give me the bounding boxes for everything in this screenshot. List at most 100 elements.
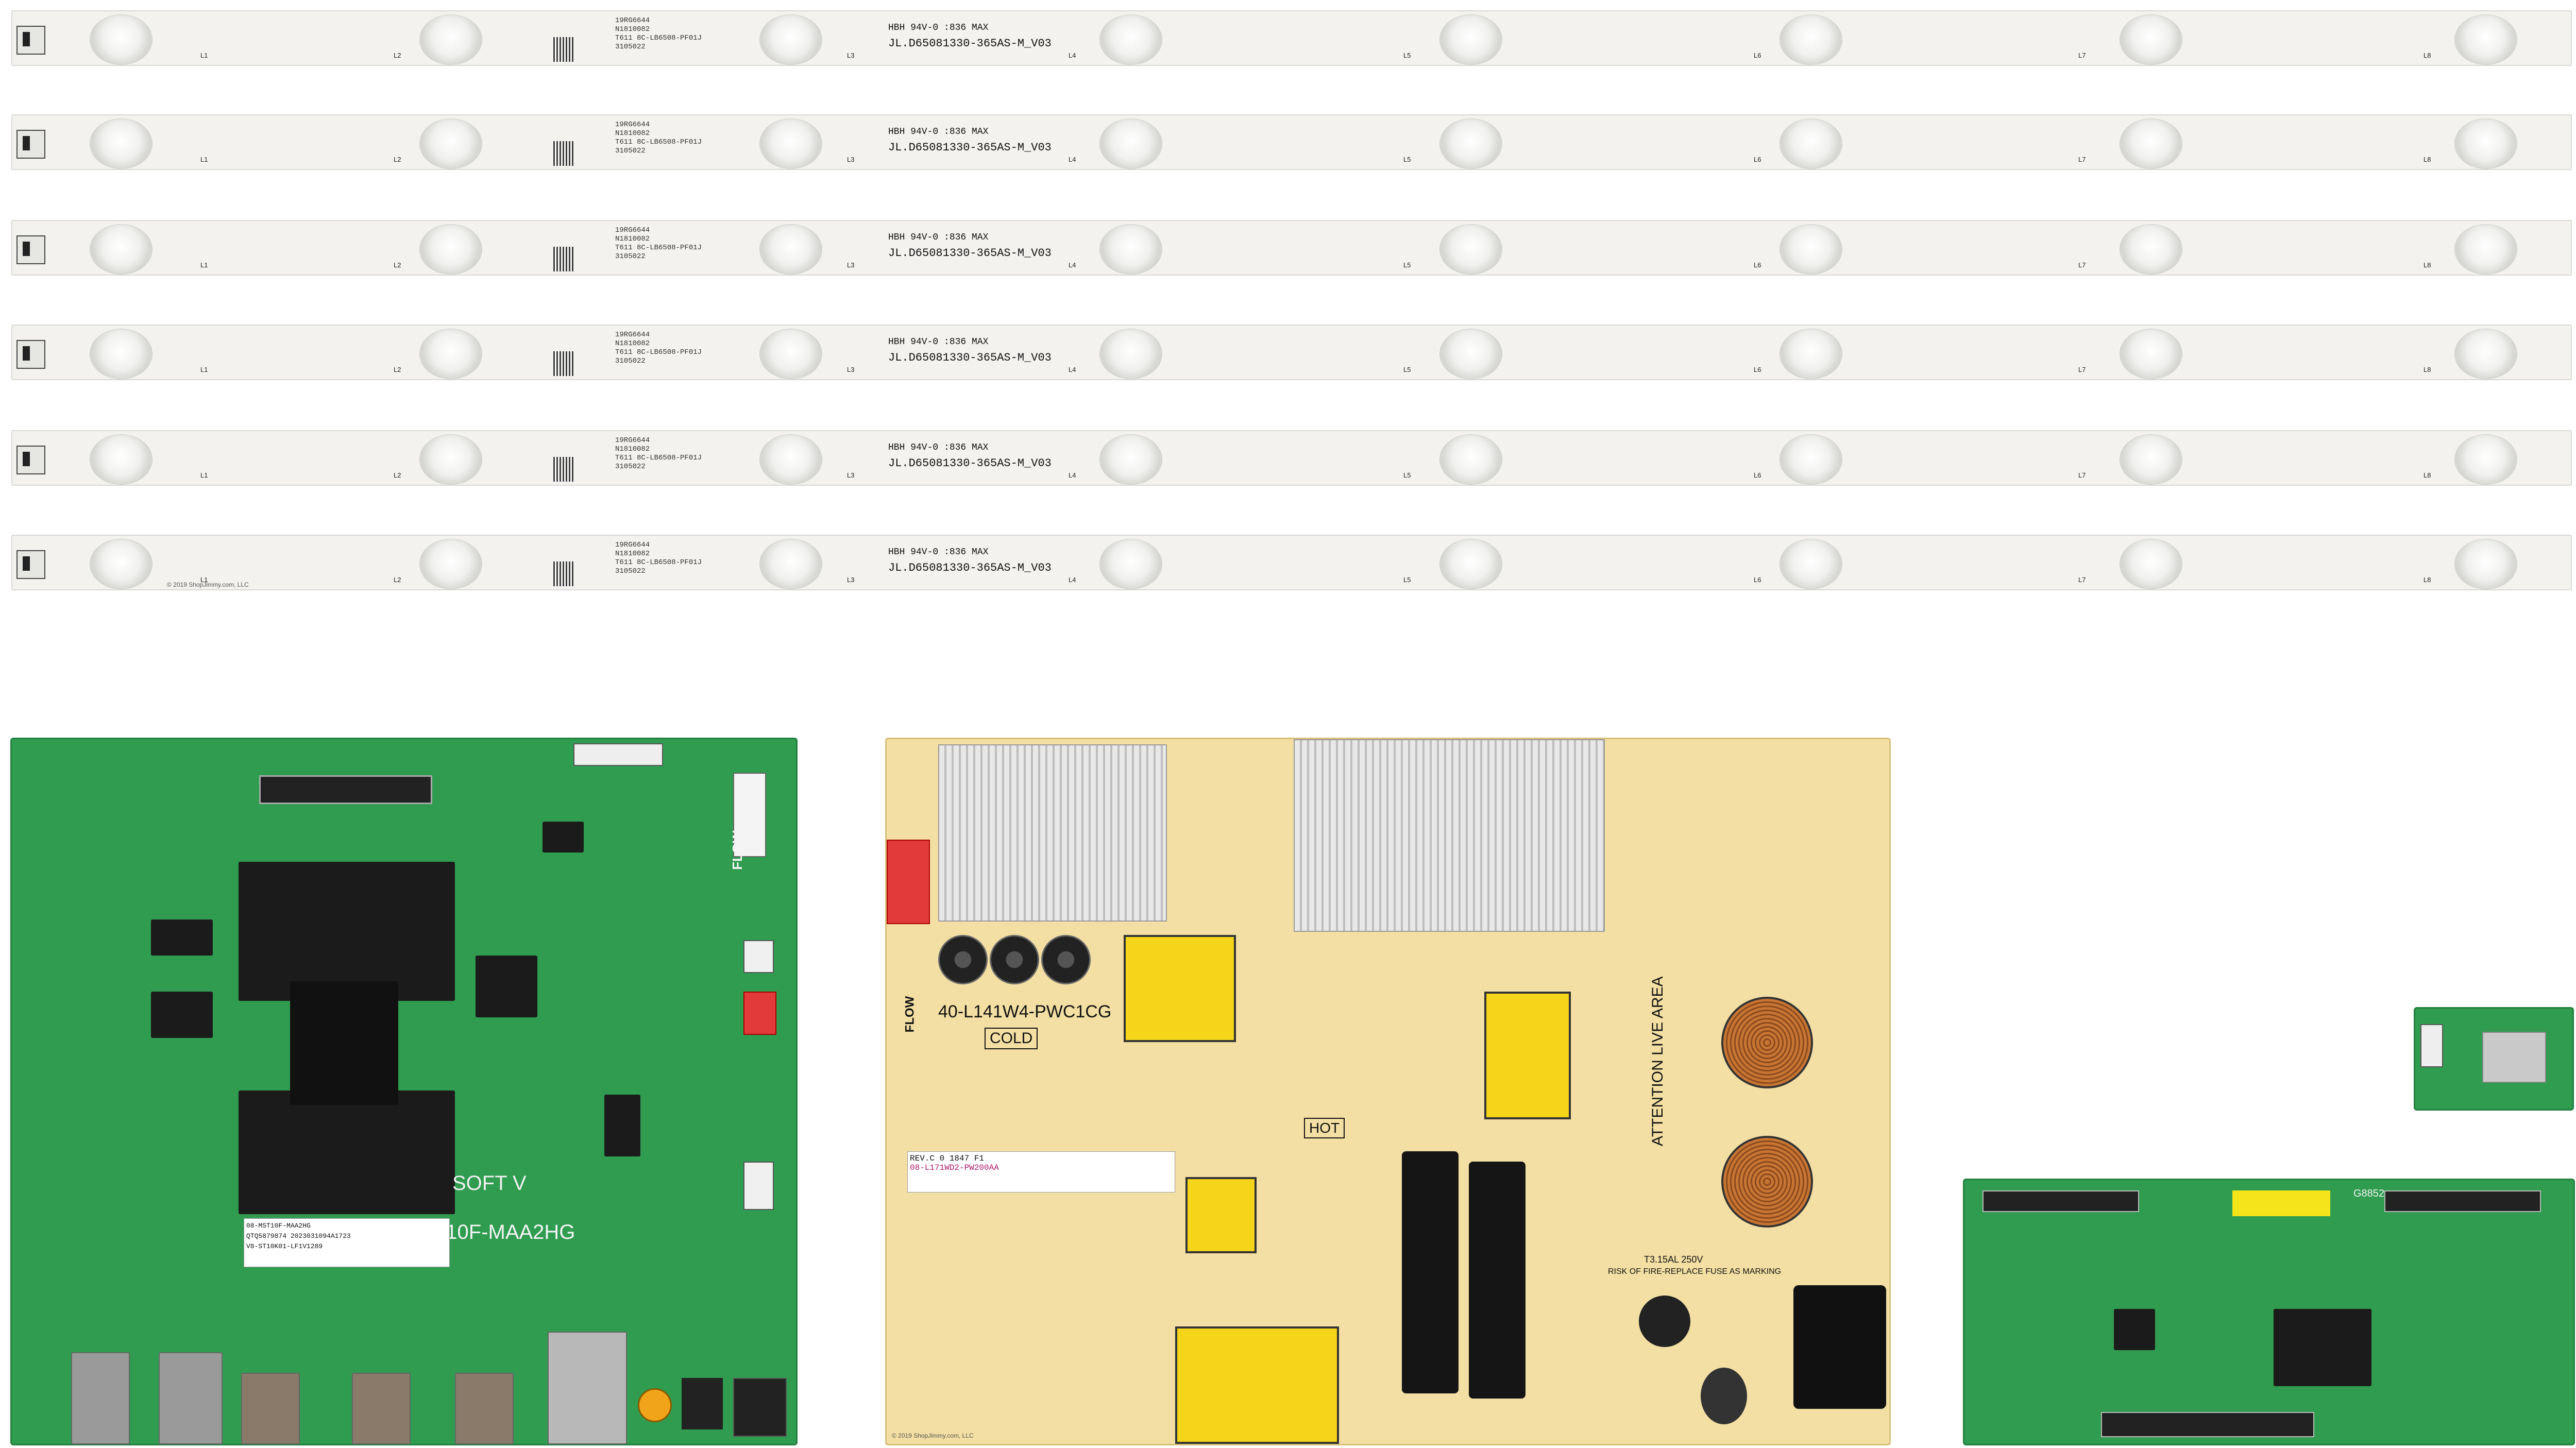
led-label: L4: [1069, 471, 1076, 479]
memory-chip: [476, 956, 537, 1017]
qr-code: [553, 37, 574, 62]
led-lens: [1099, 14, 1162, 65]
led-label: L7: [2078, 366, 2086, 373]
batch-line: 3105022: [615, 147, 646, 155]
heatsink-large: [1294, 739, 1605, 932]
varistor: [1639, 1296, 1690, 1347]
tcon-connector: [2384, 1190, 2541, 1212]
strip-connector: [16, 446, 45, 474]
led-lens: [1780, 539, 1842, 589]
led-label: L6: [1754, 576, 1761, 584]
main-board: FLOW SOFT V 40-MST10F-MAA2HG 08-MST10F-M…: [10, 738, 798, 1445]
batch-line: T611 8C-LB6508-PF01J: [615, 454, 702, 462]
flow-label: FLOW: [903, 996, 917, 1033]
tcon-connector: [2101, 1412, 2314, 1437]
thermistor: [1701, 1368, 1747, 1424]
led-label: L5: [1403, 52, 1411, 59]
wifi-module: [2414, 1007, 2574, 1111]
rev-label: REV.C 0 1847 F1: [910, 1154, 985, 1163]
led-label: L1: [200, 261, 208, 269]
memory-chip: [151, 992, 213, 1038]
led-lens: [759, 118, 822, 169]
led-label: L2: [394, 52, 401, 59]
date-code: HBH 94V-0 :836 MAX: [888, 232, 989, 243]
led-label: L7: [2078, 52, 2086, 59]
transformer: [1185, 1177, 1257, 1253]
qr-code: [553, 247, 574, 271]
strip-part-number: JL.D65081330-365AS-M_V03: [888, 351, 1052, 364]
led-lens: [419, 434, 482, 485]
main-board-inner: FLOW SOFT V 40-MST10F-MAA2HG 08-MST10F-M…: [12, 739, 796, 1444]
sticker-line: 08-MST10F-MAA2HG: [246, 1222, 311, 1230]
hot-label: HOT: [1304, 1118, 1345, 1138]
strip-part-number: JL.D65081330-365AS-M_V03: [888, 37, 1052, 50]
soft-label: SOFT V: [452, 1172, 527, 1195]
led-lens: [2454, 224, 2517, 275]
led-label: L7: [2078, 471, 2086, 479]
led-label: L3: [847, 52, 855, 59]
led-label: L5: [1403, 366, 1411, 373]
strip-connector: [16, 235, 45, 264]
capacitor: [1041, 935, 1091, 984]
date-code: HBH 94V-0 :836 MAX: [888, 547, 989, 557]
soc-shield-bottom: [239, 1091, 455, 1214]
red-connector: [887, 840, 930, 924]
power-board: 40-L141W4-PWC1CG COLD HOT FLOW ATTENTION…: [885, 738, 1891, 1445]
led-lens: [1099, 224, 1162, 275]
led-label: L3: [847, 576, 855, 584]
hdmi-port: [352, 1373, 411, 1444]
copyright: © 2019 ShopJimmy.com, LLC: [167, 581, 249, 588]
tcon-sticker: [2232, 1190, 2330, 1216]
electrolytic-capacitor: [1402, 1151, 1459, 1393]
batch-line: T611 8C-LB6508-PF01J: [615, 34, 702, 42]
cold-label: COLD: [985, 1028, 1038, 1049]
led-label: L3: [847, 471, 855, 479]
tcon-ic: [2114, 1309, 2155, 1350]
led-label: L4: [1069, 156, 1076, 163]
date-code: HBH 94V-0 :836 MAX: [888, 127, 989, 137]
led-label: L1: [200, 471, 208, 479]
main-board-sticker: 08-MST10F-MAA2HG QTQ5879874 2023031094A1…: [244, 1218, 450, 1267]
power-board-sticker: REV.C 0 1847 F1 08-L171WD2-PW200AA: [907, 1151, 1175, 1193]
led-label: L3: [847, 366, 855, 373]
batch-line: N1810082: [615, 339, 650, 348]
led-label: L2: [394, 156, 401, 163]
led-lens: [1780, 118, 1842, 169]
led-lens: [419, 118, 482, 169]
led-label: L7: [2078, 261, 2086, 269]
batch-line: 3105022: [615, 567, 646, 575]
date-code: HBH 94V-0 :836 MAX: [888, 23, 989, 33]
led-lens: [419, 539, 482, 589]
white-connector: [743, 940, 774, 973]
strip-part-number: JL.D65081330-365AS-M_V03: [888, 141, 1052, 154]
soc-shield-top: [239, 862, 455, 1001]
led-lens: [1099, 434, 1162, 485]
power-inlet: [1793, 1285, 1886, 1409]
red-connector: [743, 992, 776, 1035]
led-lens: [759, 329, 822, 379]
av-jack: [638, 1388, 672, 1422]
led-lens: [1780, 434, 1842, 485]
led-lens: [1099, 118, 1162, 169]
led-label: L4: [1069, 576, 1076, 584]
led-lens: [90, 224, 152, 275]
batch-line: 19RG6644: [615, 121, 650, 129]
tcon-asic: [2274, 1309, 2371, 1386]
power-board-model: 40-L141W4-PWC1CG: [938, 1002, 1112, 1021]
led-label: L6: [1754, 156, 1761, 163]
led-label: L8: [2424, 156, 2431, 163]
transformer: [1175, 1326, 1339, 1444]
led-lens: [2454, 118, 2517, 169]
tcon-connector: [1982, 1190, 2139, 1212]
led-lens: [1439, 118, 1502, 169]
led-lens: [1439, 224, 1502, 275]
led-label: L6: [1754, 366, 1761, 373]
strip-part-number: JL.D65081330-365AS-M_V03: [888, 457, 1052, 470]
white-connector: [743, 1162, 774, 1210]
